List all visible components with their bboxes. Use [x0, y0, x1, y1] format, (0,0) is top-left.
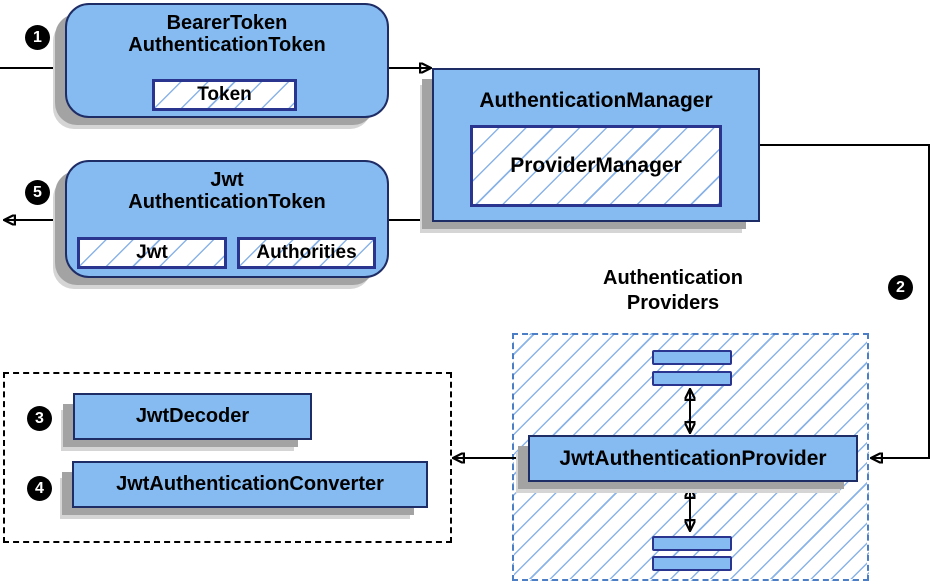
jwt-token-title-line1: Jwt — [210, 169, 244, 191]
step-2-badge: 2 — [888, 275, 913, 300]
jwt-authentication-provider-label: JwtAuthenticationProvider — [559, 446, 827, 470]
authorities-chip: Authorities — [237, 237, 376, 269]
provider-list-bar — [652, 371, 732, 386]
provider-list-bar — [652, 350, 732, 365]
jwt-authentication-token-node: Jwt AuthenticationToken Jwt Authorities — [65, 160, 389, 278]
jwt-authentication-converter-label: JwtAuthenticationConverter — [116, 473, 384, 495]
authentication-providers-label-line1: Authentication — [603, 267, 743, 289]
step-1-badge: 1 — [25, 25, 50, 50]
authentication-providers-label: Authentication Providers — [548, 266, 798, 316]
provider-list-bar — [652, 536, 732, 551]
authentication-manager-title: AuthenticationManager — [479, 89, 713, 112]
jwt-token-title-line2: AuthenticationToken — [128, 191, 326, 213]
jwt-authentication-provider-node: JwtAuthenticationProvider — [528, 435, 858, 482]
provider-list-bar — [652, 556, 732, 571]
jwt-decoder-node: JwtDecoder — [73, 393, 312, 440]
decoder-converter-container — [3, 372, 452, 543]
jwt-decoder-label: JwtDecoder — [135, 405, 250, 427]
jwt-token-title: Jwt AuthenticationToken — [67, 162, 387, 213]
provider-manager-chip: ProviderManager — [470, 125, 722, 207]
jwt-chip-label: Jwt — [136, 242, 168, 263]
bearer-token-authentication-token-node: BearerToken AuthenticationToken Token — [65, 3, 389, 118]
bearer-token-title-line2: AuthenticationToken — [128, 34, 326, 56]
step-3-badge: 3 — [27, 406, 52, 431]
bearer-token-title-line1: BearerToken — [166, 12, 288, 34]
jwt-authentication-converter-node: JwtAuthenticationConverter — [72, 461, 428, 508]
authentication-providers-label-line2: Providers — [626, 292, 720, 314]
step-4-badge: 4 — [27, 476, 52, 501]
token-chip-label: Token — [197, 84, 252, 105]
authentication-manager-node: AuthenticationManager ProviderManager — [432, 68, 760, 222]
step-5-badge: 5 — [25, 180, 50, 205]
authorities-chip-label: Authorities — [256, 242, 357, 263]
jwt-chip: Jwt — [77, 237, 227, 269]
provider-manager-chip-label: ProviderManager — [510, 154, 682, 177]
token-chip: Token — [152, 79, 297, 111]
bearer-token-title: BearerToken AuthenticationToken — [67, 5, 387, 56]
